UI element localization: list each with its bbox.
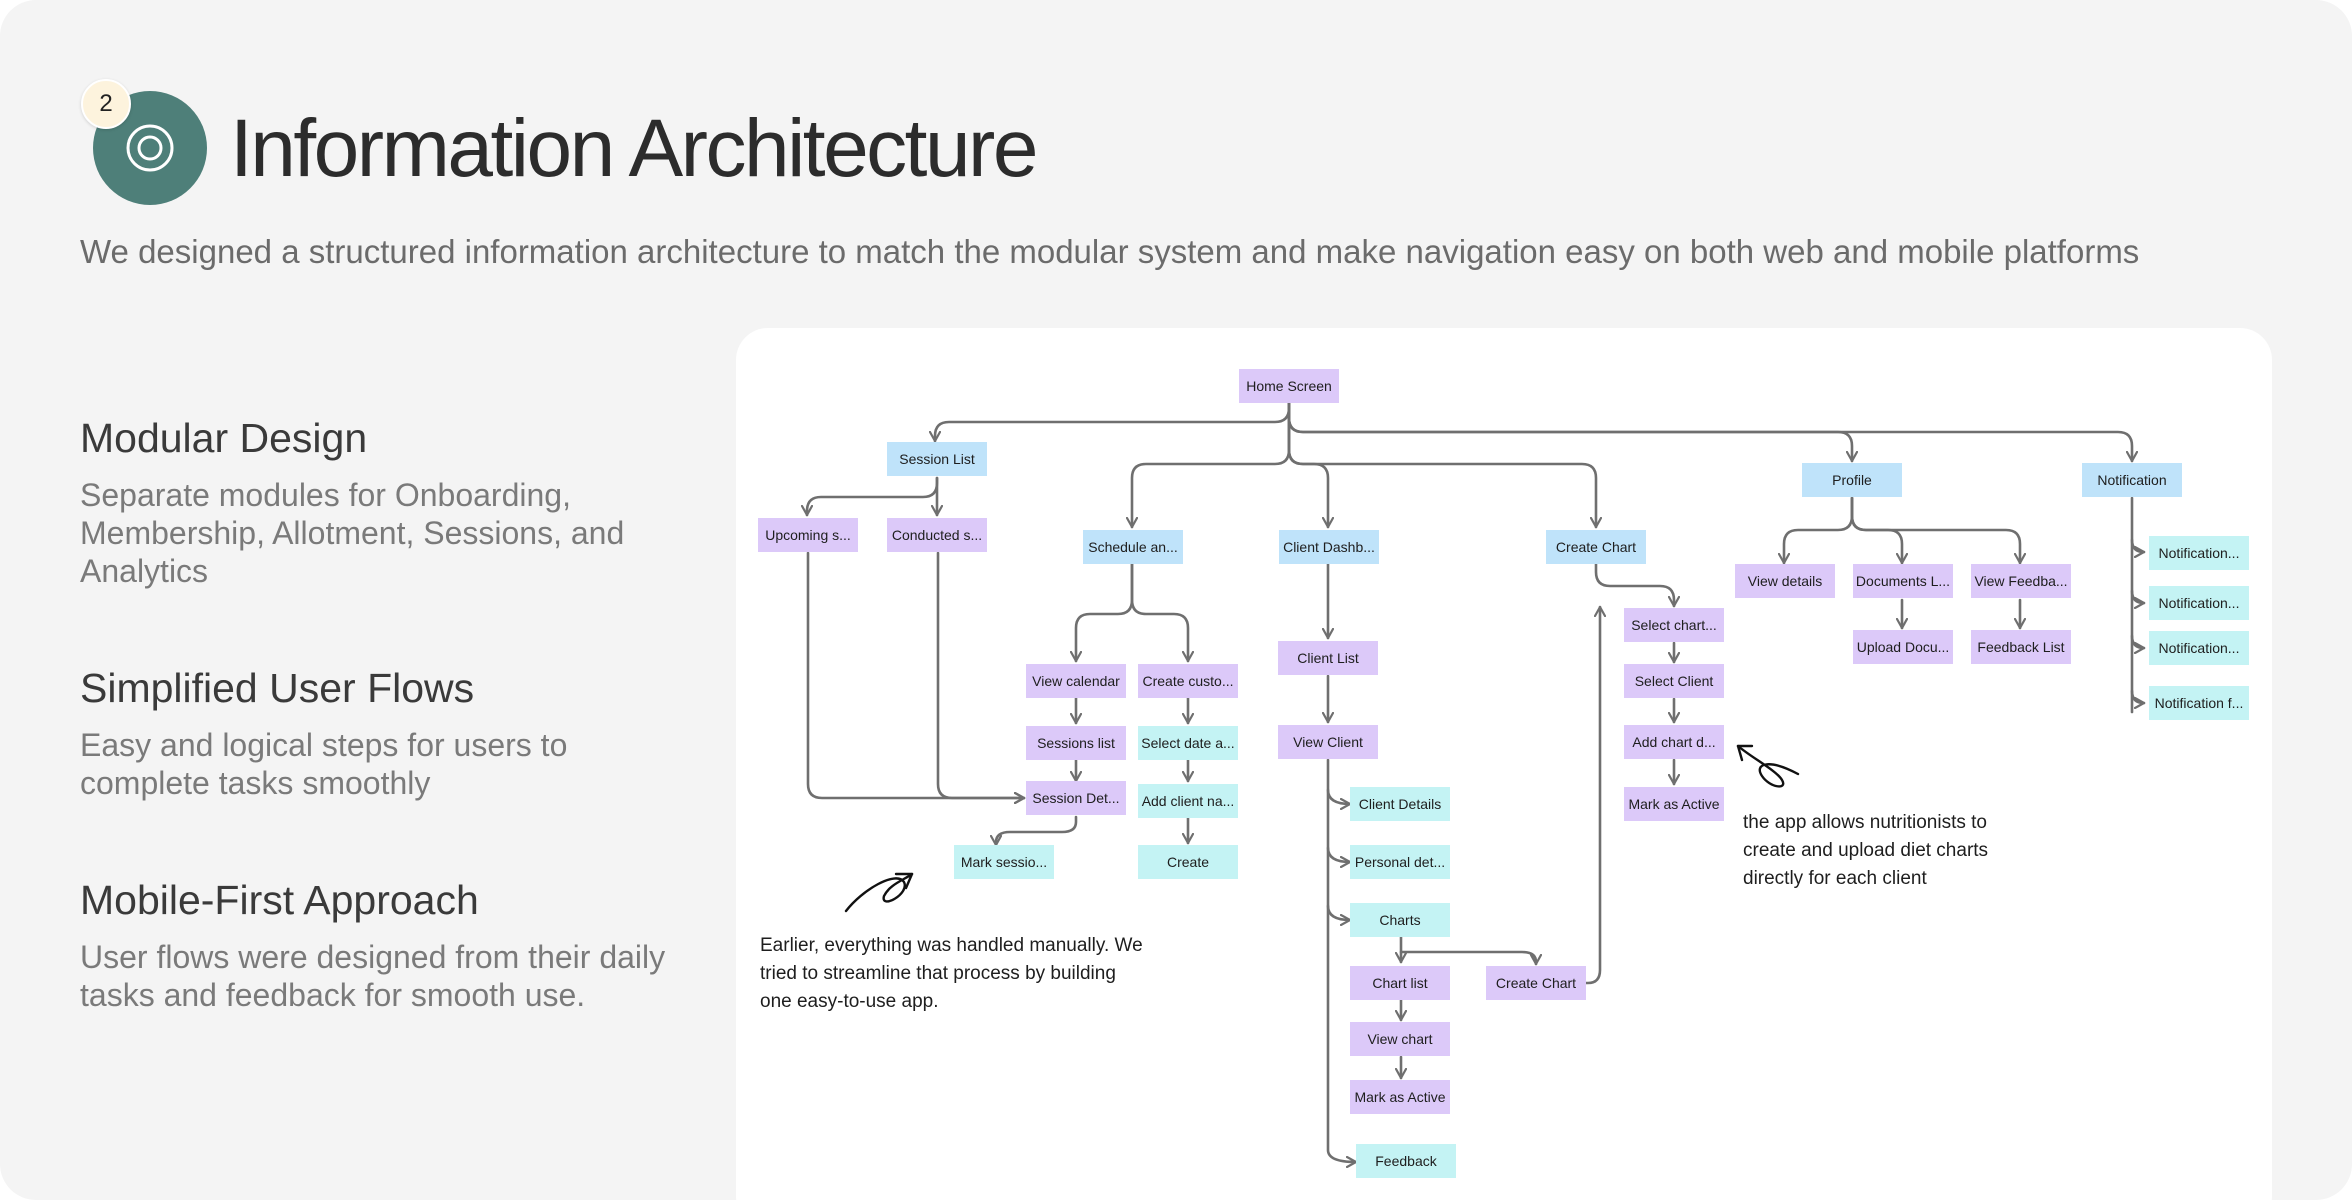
node-add-chart-details[interactable]: Add chart d... — [1624, 725, 1724, 759]
node-notification[interactable]: Notification — [2082, 463, 2182, 497]
node-mark-session[interactable]: Mark sessio... — [954, 845, 1054, 879]
node-notification-2[interactable]: Notification... — [2149, 586, 2249, 620]
node-create-custom[interactable]: Create custo... — [1138, 664, 1238, 698]
feature-title: Modular Design — [80, 415, 368, 461]
node-add-client-name[interactable]: Add client na... — [1138, 784, 1238, 818]
feature-title: Simplified User Flows — [80, 665, 475, 711]
node-client-list[interactable]: Client List — [1278, 641, 1378, 675]
node-notification-3[interactable]: Notification... — [2149, 631, 2249, 665]
node-view-calendar[interactable]: View calendar — [1026, 664, 1126, 698]
node-create-chart-sub[interactable]: Create Chart — [1486, 966, 1586, 1000]
node-personal-details[interactable]: Personal det... — [1350, 845, 1450, 879]
node-schedule[interactable]: Schedule an... — [1083, 530, 1183, 564]
node-view-chart[interactable]: View chart — [1350, 1022, 1450, 1056]
node-feedback-list[interactable]: Feedback List — [1971, 630, 2071, 664]
node-view-feedback[interactable]: View Feedba... — [1971, 564, 2071, 598]
node-client-details[interactable]: Client Details — [1350, 787, 1450, 821]
node-upcoming-sessions[interactable]: Upcoming s... — [758, 518, 858, 552]
node-notification-4[interactable]: Notification f... — [2149, 686, 2249, 720]
feature-text: Separate modules for Onboarding, Members… — [80, 477, 625, 589]
feature-mobile-first-approach: Mobile-First Approach User flows were de… — [80, 877, 680, 1014]
feature-simplified-user-flows: Simplified User Flows Easy and logical s… — [80, 665, 680, 802]
node-client-dashboard[interactable]: Client Dashb... — [1279, 530, 1379, 564]
feature-text: User flows were designed from their dail… — [80, 939, 666, 1013]
annotation-diet-charts: the app allows nutritionists to create a… — [1743, 812, 1989, 889]
node-charts[interactable]: Charts — [1350, 903, 1450, 937]
node-session-list[interactable]: Session List — [887, 442, 987, 476]
node-profile[interactable]: Profile — [1802, 463, 1902, 497]
node-view-client[interactable]: View Client — [1278, 725, 1378, 759]
node-upload-documents[interactable]: Upload Docu... — [1853, 630, 1953, 664]
feature-title: Mobile-First Approach — [80, 877, 479, 923]
annotation-manual-process: Earlier, everything was handled manually… — [760, 935, 1143, 1012]
feature-modular-design: Modular Design Separate modules for Onbo… — [80, 415, 680, 590]
node-sessions-list[interactable]: Sessions list — [1026, 726, 1126, 760]
node-select-chart[interactable]: Select chart... — [1624, 608, 1724, 642]
node-view-details[interactable]: View details — [1735, 564, 1835, 598]
page-subtitle: We designed a structured information arc… — [80, 233, 2140, 270]
node-documents-list[interactable]: Documents L... — [1853, 564, 1953, 598]
node-notification-1[interactable]: Notification... — [2149, 536, 2249, 570]
diagram-edges — [736, 400, 2146, 1200]
node-select-date[interactable]: Select date a... — [1138, 726, 1238, 760]
node-session-details[interactable]: Session Det... — [1026, 781, 1126, 815]
doodle-arrows — [844, 744, 1800, 913]
target-icon — [126, 124, 174, 172]
feature-text: Easy and logical steps for users to comp… — [80, 727, 568, 801]
node-conducted-sessions[interactable]: Conducted s... — [887, 518, 987, 552]
node-chart-list[interactable]: Chart list — [1350, 966, 1450, 1000]
node-create-chart[interactable]: Create Chart — [1546, 530, 1646, 564]
page-title: Information Architecture — [230, 103, 1038, 194]
node-mark-as-active-chart[interactable]: Mark as Active — [1624, 787, 1724, 821]
node-feedback[interactable]: Feedback — [1356, 1144, 1456, 1178]
node-select-client[interactable]: Select Client — [1624, 664, 1724, 698]
node-mark-as-active-client[interactable]: Mark as Active — [1350, 1080, 1450, 1114]
node-home-screen[interactable]: Home Screen — [1239, 369, 1339, 403]
node-create[interactable]: Create — [1138, 845, 1238, 879]
step-number-badge: 2 — [81, 79, 131, 129]
diagram-panel: Home Screen Session List Upcoming s... C… — [736, 328, 2272, 1200]
